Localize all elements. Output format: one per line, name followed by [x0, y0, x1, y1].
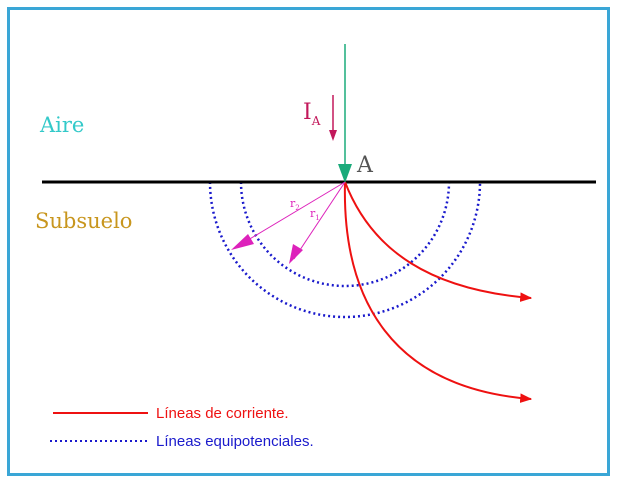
r1-label-main: r: [310, 207, 316, 220]
current-label: IA: [303, 100, 321, 128]
radius-vector-r2: [237, 181, 346, 247]
radius-vector-r1-arrowhead: [289, 244, 303, 264]
current-label-sub: A: [311, 114, 321, 128]
point-a-label: A: [356, 153, 374, 178]
current-line-upper: [344, 181, 533, 302]
subsoil-label: Subsuelo: [35, 209, 132, 233]
diagram-frame: [7, 7, 610, 476]
radius-vector-r2-arrowhead: [231, 234, 254, 250]
equipotential-line-outer: [208, 181, 482, 319]
r1-label: r1: [310, 207, 320, 222]
r2-label-main: r: [290, 197, 296, 210]
r1-label-sub: 1: [315, 214, 319, 222]
legend-current-label: Líneas de corriente.: [156, 405, 289, 422]
current-line-lower: [343, 181, 533, 403]
current-label-main: I: [303, 100, 312, 125]
r2-label-sub: 2: [295, 204, 299, 212]
radius-vector-r1: [293, 181, 346, 260]
current-input-arrowhead: [338, 164, 352, 183]
air-label: Aire: [39, 113, 84, 137]
r2-label: r2: [290, 197, 300, 212]
legend-equipotential-label: Líneas equipotenciales.: [156, 433, 314, 450]
current-direction-arrowhead: [329, 130, 337, 141]
